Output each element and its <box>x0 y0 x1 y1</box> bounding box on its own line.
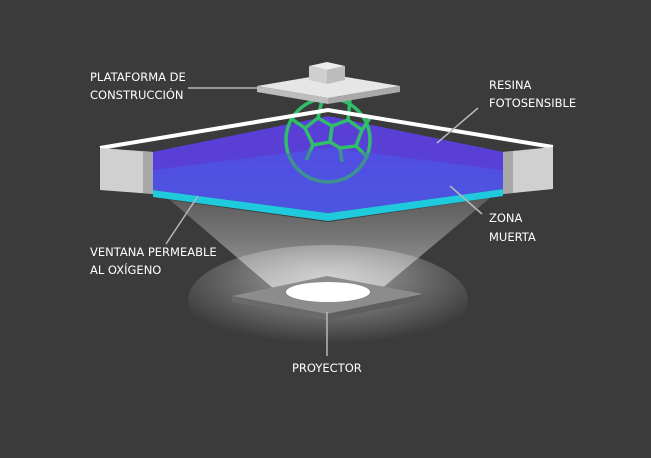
leader-lines <box>165 87 483 356</box>
leader-resin <box>436 107 479 144</box>
leader-window <box>165 195 199 245</box>
projector-lens-light <box>286 282 370 302</box>
label-window-1: VENTANA PERMEABLE <box>90 245 217 259</box>
tank-rim <box>99 107 554 150</box>
dead-zone-window <box>153 189 503 221</box>
label-dead-zone-2: MUERTA <box>489 230 536 244</box>
tank-wall-left <box>100 148 153 194</box>
label-resin-1: RESINA <box>489 78 532 92</box>
tank-wall-right <box>503 147 553 194</box>
resin-tank <box>99 96 554 221</box>
label-projector: PROYECTOR <box>292 361 362 375</box>
label-platform-2: CONSTRUCCIÓN <box>90 87 184 102</box>
label-window-2: AL OXÍGENO <box>90 262 161 277</box>
label-dead-zone-1: ZONA <box>489 211 523 225</box>
label-platform-1: PLATAFORMA DE <box>90 70 186 84</box>
projector <box>232 276 423 320</box>
label-resin-2: FOTOSENSIBLE <box>489 96 576 110</box>
build-platform <box>257 62 400 104</box>
leader-dead-zone <box>449 185 483 215</box>
